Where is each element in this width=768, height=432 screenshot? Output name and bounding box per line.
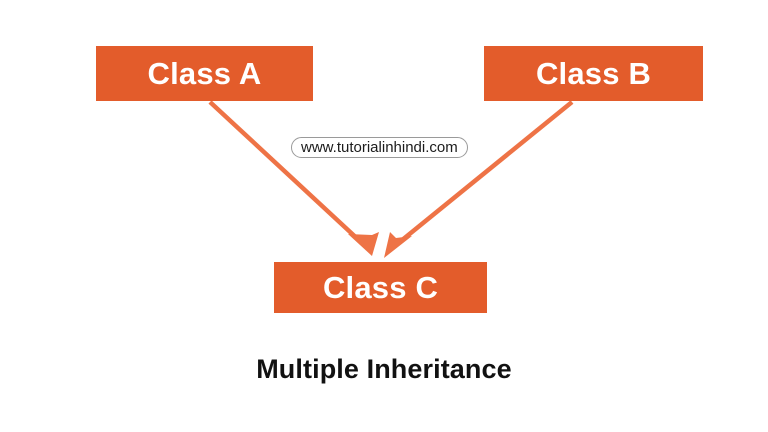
edge-a-to-c-line (208, 100, 364, 245)
class-node-class-c[interactable]: Class C (274, 262, 487, 313)
watermark-badge: www.tutorialinhindi.com (291, 137, 468, 158)
edge-a-to-c-arrowhead (348, 232, 379, 256)
class-node-label: Class A (147, 56, 262, 91)
class-node-label: Class C (322, 270, 439, 305)
class-node-class-a[interactable]: Class A (96, 46, 313, 101)
edge-class-a-to-class-c (208, 100, 379, 256)
edge-b-to-c-line (394, 100, 574, 247)
edge-class-b-to-class-c (384, 100, 574, 258)
edge-b-to-c-arrowhead (384, 232, 412, 258)
class-node-label: Class B (535, 56, 652, 91)
class-node-class-b[interactable]: Class B (484, 46, 703, 101)
diagram-caption: Multiple Inheritance (256, 354, 512, 384)
watermark-url-text: www.tutorialinhindi.com (301, 139, 458, 156)
